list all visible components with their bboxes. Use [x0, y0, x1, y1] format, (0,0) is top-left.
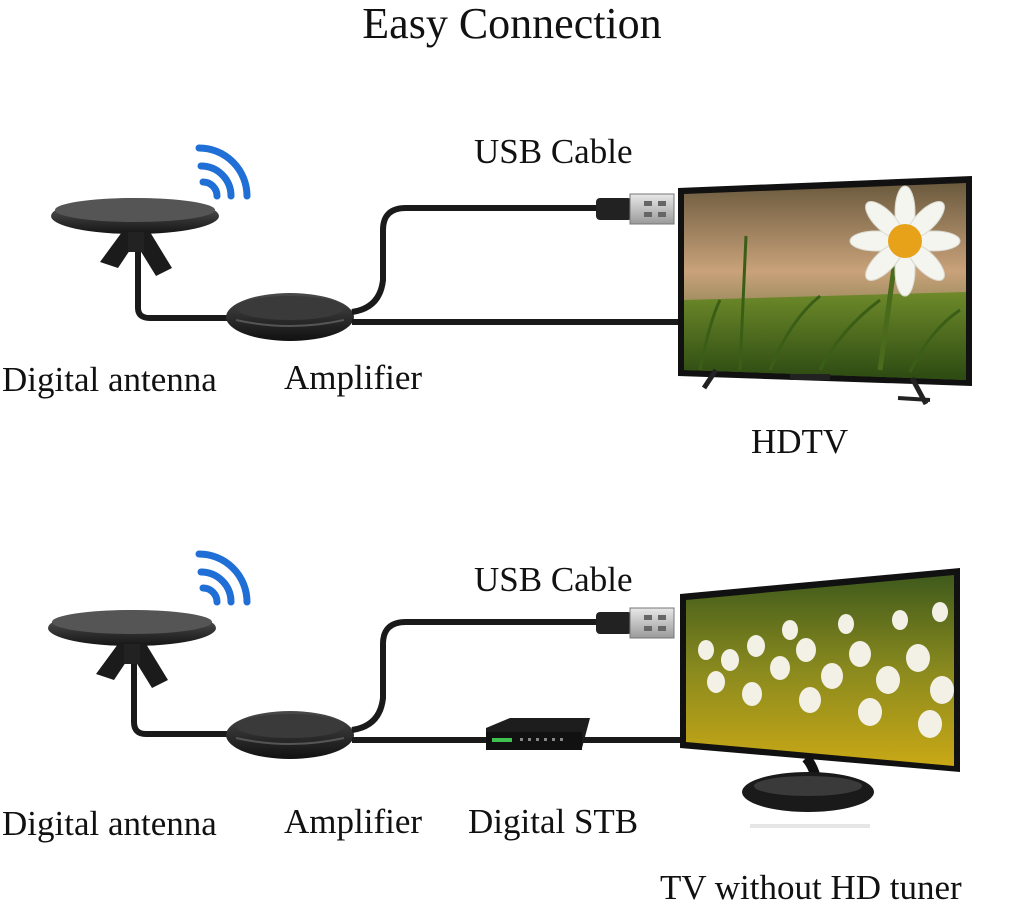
amplifier [226, 711, 354, 759]
tv-without-hd-tuner [680, 568, 960, 828]
amplifier [226, 293, 354, 341]
amplifier-label: Amplifier [284, 802, 423, 841]
antenna-cable [131, 664, 232, 737]
signal-icon [195, 550, 251, 606]
usb-cable-label: USB Cable [474, 132, 633, 171]
usb-cable-label: USB Cable [474, 560, 633, 599]
signal-icon [195, 144, 251, 200]
antenna-cable [135, 252, 232, 321]
digital-stb-label: Digital STB [468, 802, 639, 841]
top-row [51, 144, 972, 406]
digital-antenna [48, 610, 216, 688]
hdtv-label: HDTV [751, 422, 849, 461]
digital-stb [486, 718, 590, 750]
usb-cable [351, 205, 600, 315]
usb-plug-icon [596, 193, 675, 225]
page-title: Easy Connection [362, 0, 662, 48]
bottom-row [48, 550, 960, 828]
tv-without-hd-tuner-label: TV without HD tuner [660, 868, 962, 907]
hdtv [678, 176, 972, 406]
digital-antenna-label: Digital antenna [2, 360, 217, 399]
amplifier-label: Amplifier [284, 358, 423, 397]
usb-cable [351, 619, 600, 733]
digital-antenna [51, 198, 219, 276]
digital-antenna-label: Digital antenna [2, 804, 217, 843]
usb-plug-icon [596, 607, 675, 639]
daisy-icon [849, 185, 961, 371]
